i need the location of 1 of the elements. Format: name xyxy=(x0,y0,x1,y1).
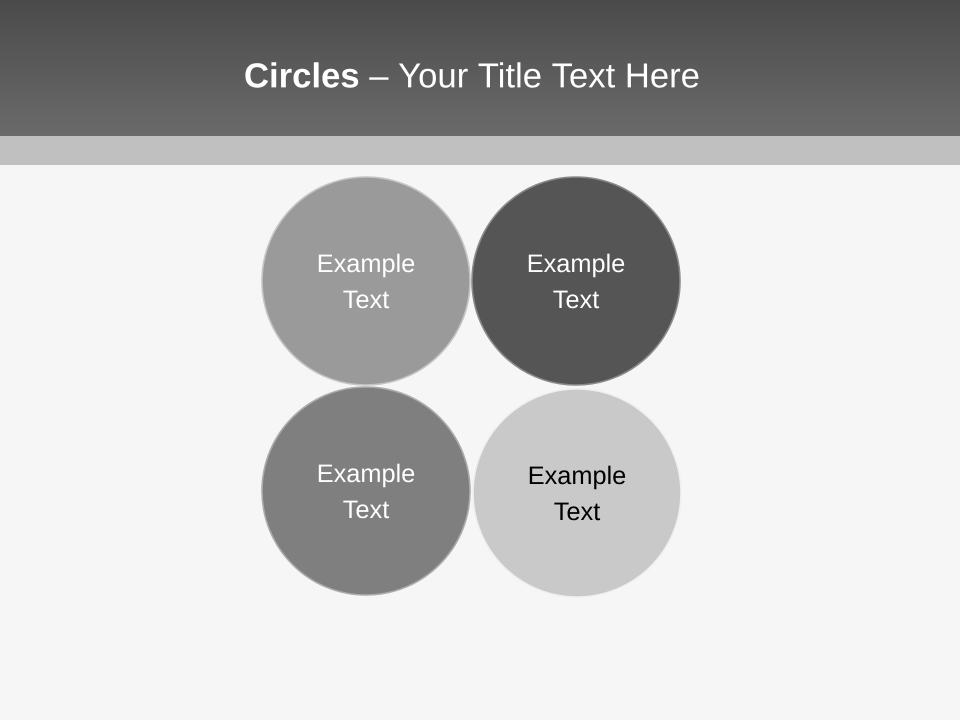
title: Circles – Your Title Text Here xyxy=(245,62,698,88)
